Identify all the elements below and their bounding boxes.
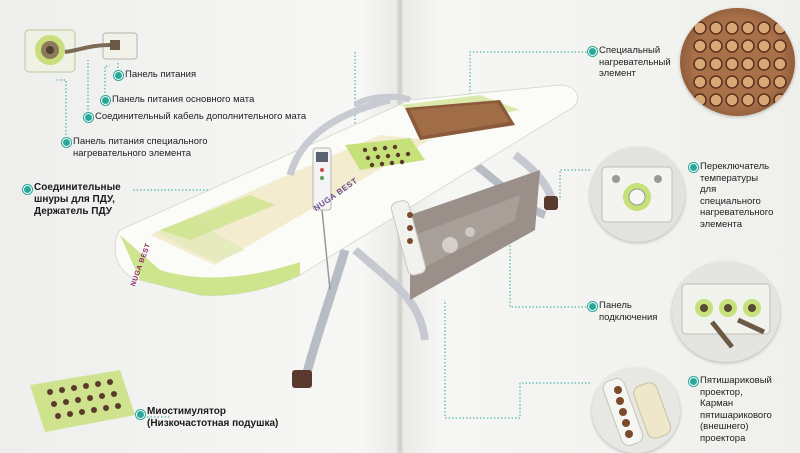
label-projector: Пятишариковый проектор, Карман пятишарик…	[700, 375, 772, 444]
label-heater-power: Панель питания специального нагревательн…	[73, 136, 208, 159]
temp-switch-circle	[590, 147, 685, 242]
myostimulator-pad	[30, 370, 135, 432]
label-connection-panel: Панель подключения	[599, 300, 658, 323]
label-extra-mat-cable: Соединительный кабель дополнительного ма…	[95, 111, 307, 122]
bullet-temp	[689, 163, 698, 172]
bullet-extra-cable	[84, 113, 93, 122]
projector-circle	[592, 368, 680, 453]
label-power-panel: Панель питания	[125, 69, 197, 80]
label-temp-switch: Переключатель температуры для специально…	[700, 161, 774, 230]
bullet-connection	[588, 302, 597, 311]
heater-stones-circle	[680, 8, 795, 116]
label-special-heater: Специальный нагревательный элемент	[599, 45, 671, 79]
bullet-heater	[588, 47, 597, 56]
bullet-projector	[689, 377, 698, 386]
bullet-heater-power	[62, 138, 71, 147]
label-remote-cords: Соединительные шнуры для ПДУ, Держатель …	[34, 182, 121, 217]
heating-stones	[405, 100, 515, 140]
projector-device	[390, 200, 426, 276]
remote-control-icon	[312, 147, 332, 291]
connector-plugs-icon	[681, 283, 771, 349]
bed-stimulator-pad	[345, 138, 425, 170]
power-connector-icon	[24, 29, 138, 73]
bullet-myostim	[136, 410, 145, 419]
bullet-main-mat	[101, 96, 110, 105]
stone-grid-icon	[693, 21, 787, 107]
label-main-mat-power: Панель питания основного мата	[112, 94, 255, 105]
side-panel	[410, 170, 540, 300]
bullet-remote	[23, 185, 32, 194]
five-ball-projector-icon	[602, 378, 672, 446]
temperature-dial-icon	[601, 166, 673, 223]
label-myostimulator: Миостимулятор (Низкочастотная подушка)	[147, 406, 279, 429]
bullet-power-panel	[114, 71, 123, 80]
connection-panel-circle	[672, 262, 780, 362]
